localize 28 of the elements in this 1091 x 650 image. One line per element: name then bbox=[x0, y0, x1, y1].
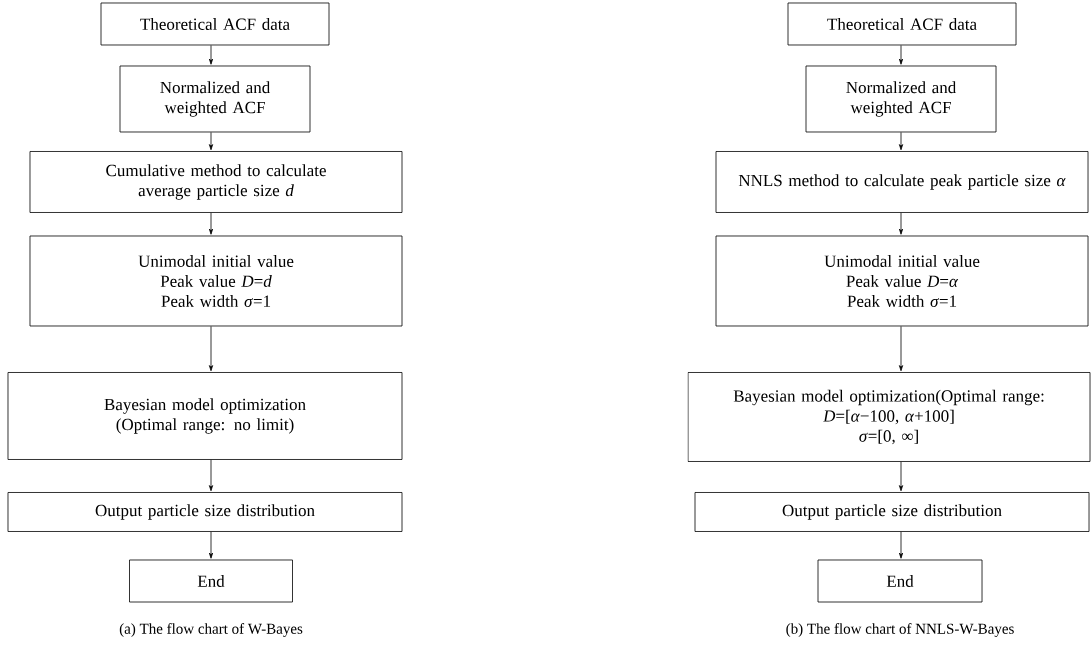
process-box: Unimodal initial value Peak value D=α Peak width σ=1 bbox=[715, 235, 1089, 327]
arrow bbox=[899, 461, 904, 492]
arrow bbox=[208, 459, 214, 492]
process-box: Cumulative method to calculate average particle size d bbox=[29, 151, 403, 213]
process-box: End bbox=[129, 559, 293, 603]
arrow bbox=[208, 531, 214, 559]
arrow bbox=[208, 212, 214, 235]
process-box: Theoretical ACF data bbox=[100, 2, 330, 46]
arrow bbox=[208, 45, 214, 65]
process-box: Output particle size distribution bbox=[7, 492, 403, 532]
process-box: Normalized and weighted ACF bbox=[119, 65, 311, 133]
caption: (a) The flow chart of W-Bayes bbox=[119, 623, 303, 637]
process-box: Theoretical ACF data bbox=[787, 2, 1017, 46]
process-box: Output particle size distribution bbox=[694, 492, 1090, 532]
process-box: NNLS method to calculate peak particle size α bbox=[715, 151, 1089, 213]
arrow bbox=[899, 326, 904, 372]
process-box: Bayesian model optimization(Optimal range: D=[α−100, α+100] σ=[0, ∞] bbox=[687, 372, 1091, 462]
process-box: Bayesian model optimization (Optimal range: no limit) bbox=[7, 372, 403, 460]
process-box: End bbox=[817, 559, 983, 603]
process-box: Unimodal initial value Peak value D=d Peak width σ=1 bbox=[29, 235, 403, 327]
arrow bbox=[899, 531, 904, 559]
arrow bbox=[208, 132, 214, 151]
arrow bbox=[899, 212, 904, 235]
arrow bbox=[899, 132, 904, 151]
arrow bbox=[899, 45, 904, 65]
arrow bbox=[208, 326, 214, 372]
caption: (b) The flow chart of NNLS-W-Bayes bbox=[786, 623, 1014, 637]
process-box: Normalized and weighted ACF bbox=[805, 65, 997, 133]
